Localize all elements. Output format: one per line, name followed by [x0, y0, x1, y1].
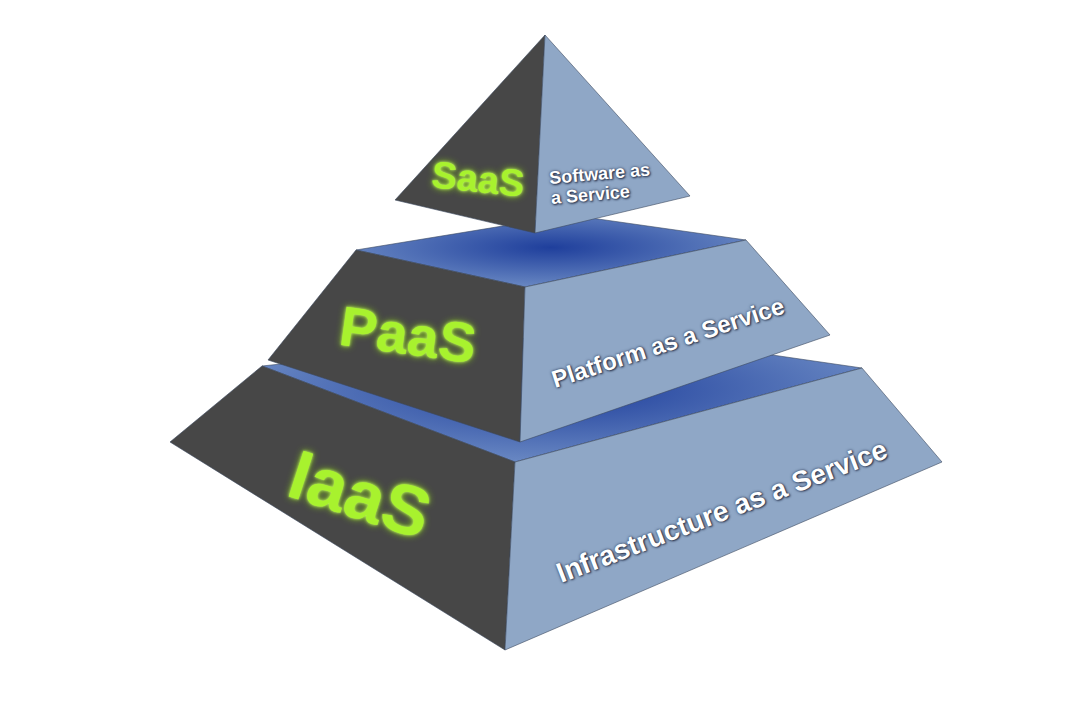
right-face: [535, 35, 690, 233]
right-face: [520, 240, 830, 442]
pyramid-tier: SaaSSoftware as a Service: [395, 35, 690, 233]
tier-shape: [395, 35, 690, 233]
left-face: [395, 35, 545, 233]
left-face: [268, 250, 525, 442]
pyramid-tier: PaaSPlatform as a Service: [268, 215, 830, 442]
